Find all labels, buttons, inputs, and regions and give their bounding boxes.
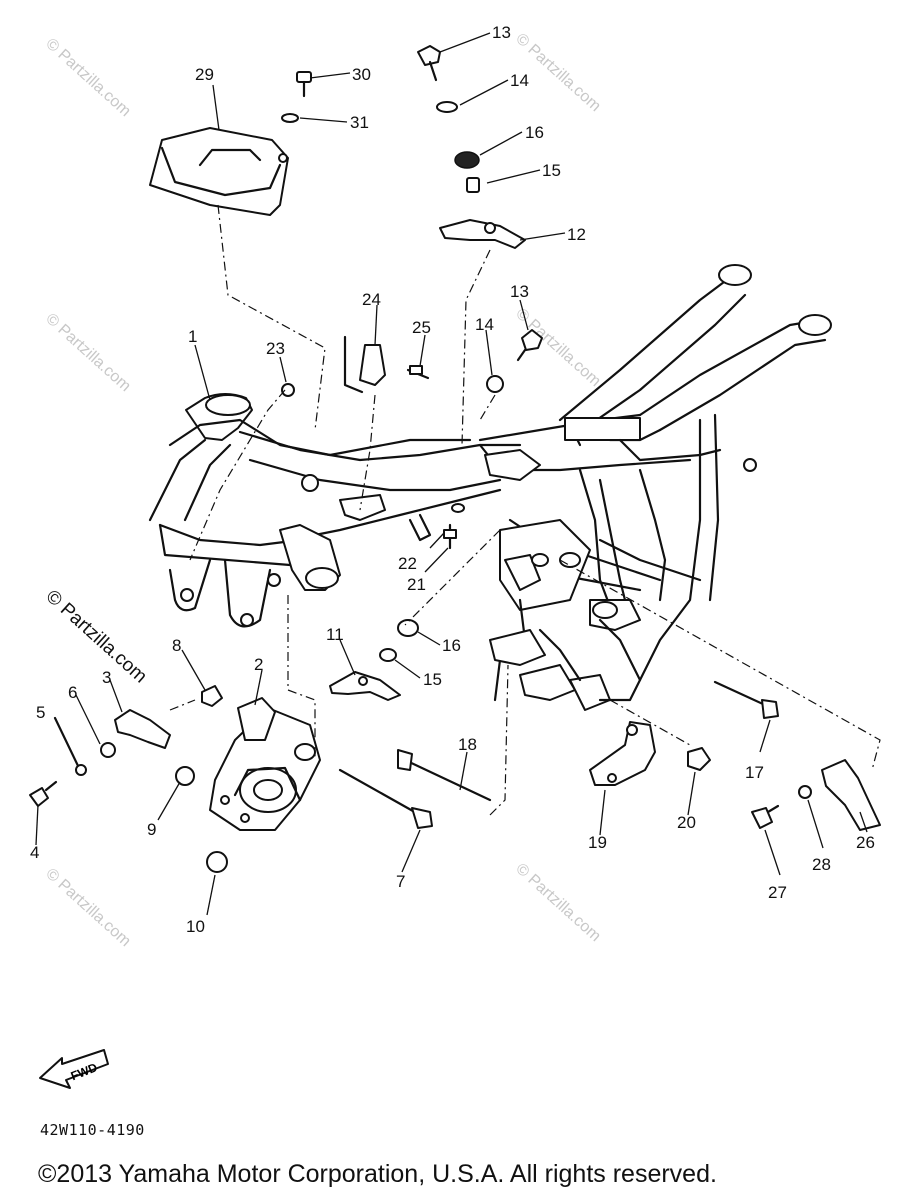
callout-3: 3 [102,668,111,687]
callout-27: 27 [768,883,787,902]
callout-13-mid: 13 [510,282,529,301]
callout-23: 23 [266,339,285,358]
callout-17: 17 [745,763,764,782]
part-3-clamp [114,709,171,749]
part-15-collar-mid [379,648,397,662]
callout-22: 22 [398,554,417,573]
assembly-lines [169,204,881,816]
copyright-text: ©2013 Yamaha Motor Corporation, U.S.A. A… [38,1160,717,1188]
part-15-collar-top [466,177,480,193]
callout-15-top: 15 [542,161,561,180]
callout-20: 20 [677,813,696,832]
main-frame [148,264,832,711]
part-19-bracket [589,721,656,786]
part-29-cover [149,127,289,216]
part-16-grommet-mid [397,619,419,637]
part-21-bolt [443,523,457,550]
callout-13-top: 13 [492,23,511,42]
part-9-nut [175,766,195,786]
callouts: 29 30 31 13 14 16 15 12 13 24 25 14 1 23… [30,23,875,936]
callout-18: 18 [458,735,477,754]
callout-14-mid: 14 [475,315,494,334]
part-27-bolt [751,804,780,829]
callout-14-top: 14 [510,71,529,90]
callout-10: 10 [186,917,205,936]
watermark-left: © Partzilla.com [42,586,151,687]
callout-11: 11 [326,625,344,644]
part-8-nut [201,685,223,707]
part-22-washer [451,503,465,513]
part-25-bolt [406,365,430,380]
part-28-washer [798,785,812,799]
part-20-nut [687,747,711,771]
part-23-nut [281,383,295,397]
callout-4: 4 [30,843,39,862]
part-13-bolt-top [417,45,441,82]
watermark-layer: © Partzilla.com © Partzilla.com © Partzi… [42,30,604,950]
callout-30: 30 [352,65,371,84]
callout-5: 5 [36,703,45,722]
callout-12: 12 [567,225,586,244]
leader-lines [35,32,868,916]
callout-1: 1 [188,327,197,346]
part-6-washer [100,742,116,758]
callout-24: 24 [362,290,381,309]
part-5-bolt [53,716,87,776]
callout-28: 28 [812,855,831,874]
callout-9: 9 [147,820,156,839]
callout-26: 26 [856,833,875,852]
part-12-bracket [439,219,526,249]
callout-8: 8 [172,636,181,655]
part-14-washer-top [436,101,458,113]
part-16-grommet-top [454,151,480,169]
watermark: © Partzilla.com [42,310,133,395]
part-10-nut [206,851,228,873]
part-13-bolt-mid [516,329,543,362]
watermark: © Partzilla.com [512,860,603,945]
part-17-bolt [713,680,779,719]
diagram-code: 42W110-4190 [40,1121,145,1139]
callout-25: 25 [412,318,431,337]
fwd-arrow-icon: FWD [39,1049,109,1089]
callout-16-top: 16 [525,123,544,142]
callout-19: 19 [588,833,607,852]
callout-29: 29 [195,65,214,84]
callout-6: 6 [68,683,77,702]
callout-21: 21 [407,575,426,594]
part-31-washer [281,113,299,123]
watermark: © Partzilla.com [42,35,133,120]
part-2-bracket [209,697,321,831]
part-24-clamp [343,335,386,394]
callout-31: 31 [350,113,369,132]
part-4-bolt [29,780,58,807]
part-26-bracket [821,759,881,831]
part-14-nut-mid [486,375,504,393]
part-30-bolt [296,71,312,98]
callout-15-mid: 15 [423,670,442,689]
part-7-bolt [338,768,433,829]
part-11-bracket [329,671,401,701]
callout-16-mid: 16 [442,636,461,655]
callout-7: 7 [396,872,405,891]
part-18-bolt [397,749,492,802]
callout-2: 2 [254,655,263,674]
watermark: © Partzilla.com [42,865,133,950]
